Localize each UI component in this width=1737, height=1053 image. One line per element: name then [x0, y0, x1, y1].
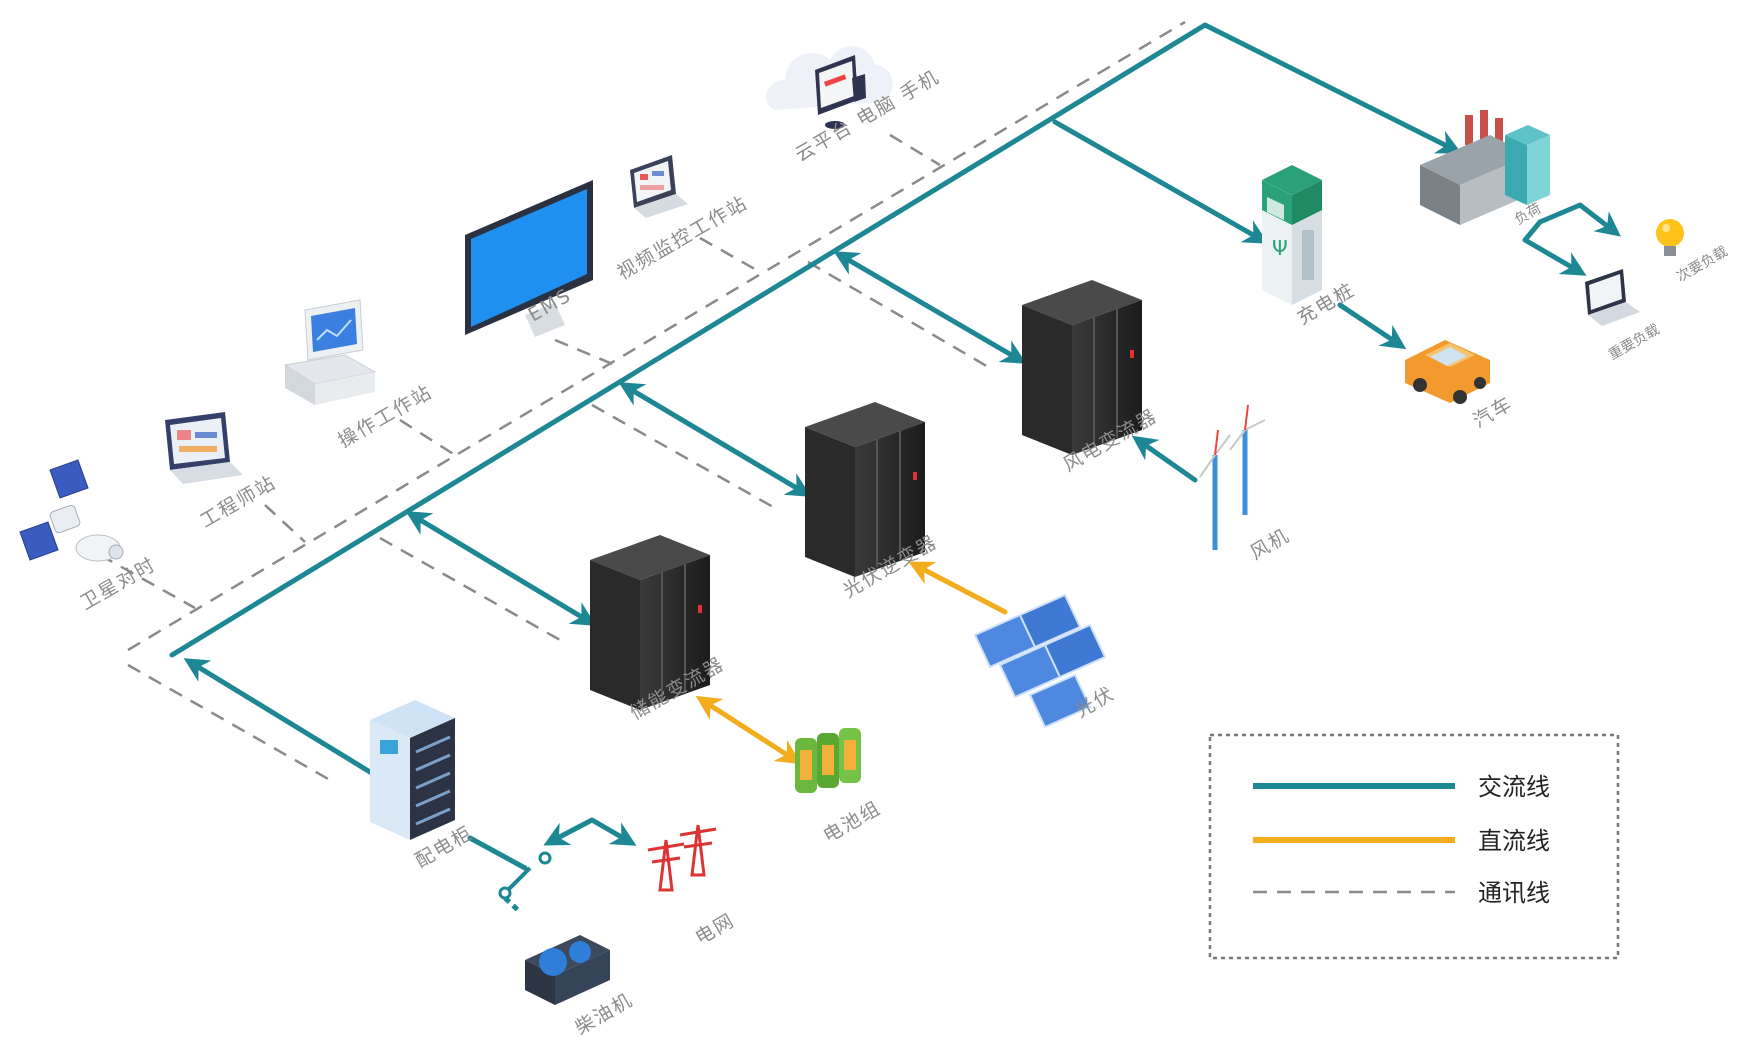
laptop-icon: [630, 155, 688, 218]
laptop-icon: [165, 412, 243, 484]
charging-pile-icon: Ψ: [1262, 165, 1322, 305]
cabinet-icon: [805, 402, 925, 577]
legend-dc-label: 直流线: [1478, 827, 1550, 855]
label-secondary-load: 次要负载: [1674, 244, 1730, 286]
label-car: 汽车: [1470, 392, 1517, 432]
monitor-icon: [465, 180, 593, 337]
legend: 交流线 直流线 通讯线: [1208, 733, 1620, 960]
solar-panel-icon: [973, 593, 1107, 729]
legend-comm-label: 通讯线: [1478, 879, 1550, 907]
svg-text:Ψ: Ψ: [1272, 236, 1288, 260]
cloud-devices-icon: [766, 46, 893, 129]
label-battery: 电池组: [820, 797, 886, 848]
battery-icon: [795, 728, 861, 793]
label-wind-turbine: 风机: [1247, 524, 1294, 564]
cabinet-icon: [590, 535, 710, 710]
ac-lines: [169, 22, 1621, 914]
label-grid: 电网: [692, 909, 739, 949]
bulb-icon: [1656, 219, 1684, 256]
label-diesel: 柴油机: [572, 989, 638, 1040]
distribution-cabinet-icon: [370, 700, 455, 840]
label-engineer: 工程师站: [197, 471, 281, 532]
generator-icon: [525, 935, 610, 1005]
power-tower-icon: [647, 824, 717, 892]
workstation-icon: [283, 299, 377, 405]
satellite-icon: [19, 459, 124, 562]
factory-icon: [1420, 110, 1550, 225]
cabinet-icon: [1022, 280, 1142, 455]
laptop-icon: [1585, 269, 1640, 326]
car-icon: [1405, 340, 1490, 404]
transfer-switch: [498, 851, 552, 900]
wind-turbine-icon: [1199, 404, 1266, 550]
label-important-load: 重要负载: [1606, 322, 1662, 364]
legend-ac-label: 交流线: [1478, 773, 1550, 801]
dc-lines: [695, 561, 1008, 765]
label-satellite: 卫星对时: [77, 553, 161, 614]
